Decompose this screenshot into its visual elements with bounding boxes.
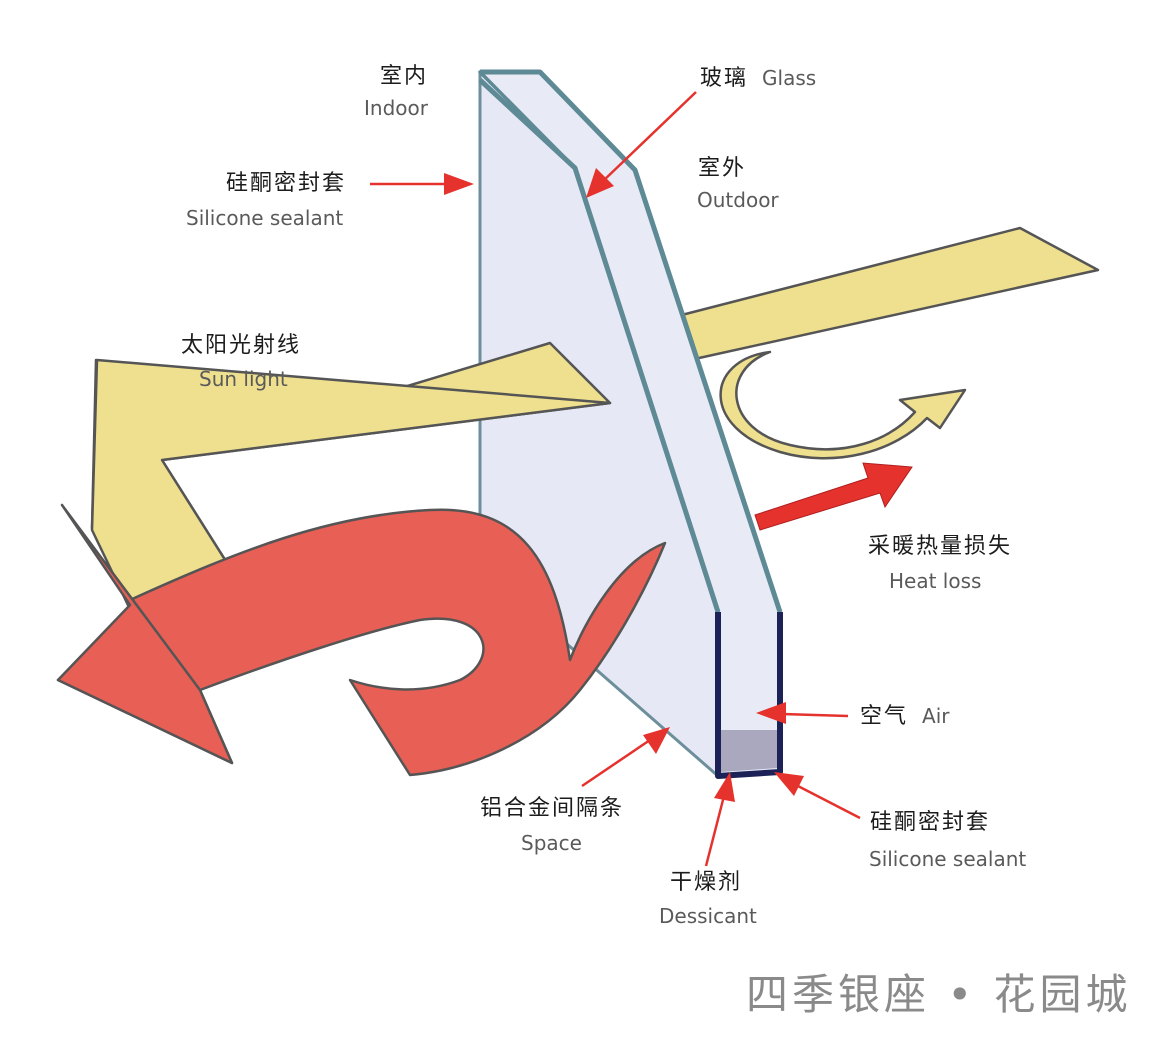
sealant-top-label-en: Silicone sealant (186, 206, 344, 230)
sunlight-arrowhead (90, 358, 612, 614)
desiccant-label-zh: 干燥剂 (670, 870, 743, 895)
glass-label-en: Glass (762, 66, 817, 90)
pointer-desiccant (704, 795, 726, 867)
glass-edge-mid (478, 78, 721, 613)
pointer-arrows (370, 91, 861, 867)
desiccant-label-en: Dessicant (659, 904, 757, 928)
glass-label-zh: 玻璃 (700, 66, 749, 91)
pointer-sealant-bottom (795, 783, 861, 820)
air-label-zh: 空气 (860, 704, 909, 729)
pointer-sealant-top-head (444, 173, 474, 195)
sunlight-reflection-curl (719, 350, 967, 460)
heatloss-label-en: Heat loss (889, 569, 982, 593)
pointer-air (781, 712, 849, 718)
sunlight-label-zh: 太阳光射线 (181, 333, 302, 358)
spacer-label-zh: 铝合金间隔条 (480, 796, 625, 821)
sealant-bottom-label-en: Silicone sealant (869, 847, 1027, 871)
pointer-glass (601, 91, 697, 183)
glass-label: 玻璃 Glass (700, 68, 816, 90)
pointer-desiccant-head (714, 772, 735, 802)
air-label-en: Air (922, 704, 950, 728)
air-label: 空气 Air (860, 706, 949, 728)
indoor-label-en: Indoor (364, 96, 428, 120)
pointer-air-head (756, 702, 786, 724)
pointer-glass-head (586, 168, 614, 198)
glass-edge-top (480, 69, 783, 613)
pointer-spacer (581, 738, 651, 788)
pointer-sealant-bottom-head (774, 772, 804, 796)
sealant-top-label-zh: 硅酮密封套 (226, 171, 347, 196)
desiccant-block (721, 730, 777, 772)
outdoor-label-zh: 室外 (698, 156, 747, 181)
sunlight-ray-back (668, 226, 1100, 362)
sealant-bottom-label-zh: 硅酮密封套 (870, 810, 991, 835)
pointer-spacer-head (643, 727, 670, 754)
silicone-sealant-edge (715, 612, 783, 779)
heatloss-arrow-out (754, 462, 913, 531)
heatloss-arrowhead (56, 503, 234, 765)
spacer-label-en: Space (521, 831, 582, 855)
heatloss-label-zh: 采暖热量损失 (868, 534, 1013, 559)
heatloss-ribbon (56, 508, 667, 777)
sunlight-label-en: Sun light (199, 367, 288, 391)
outdoor-label-en: Outdoor (697, 188, 779, 212)
brand-watermark: 四季银座 • 花园城 (746, 970, 1132, 1019)
indoor-label-zh: 室内 (380, 64, 429, 89)
